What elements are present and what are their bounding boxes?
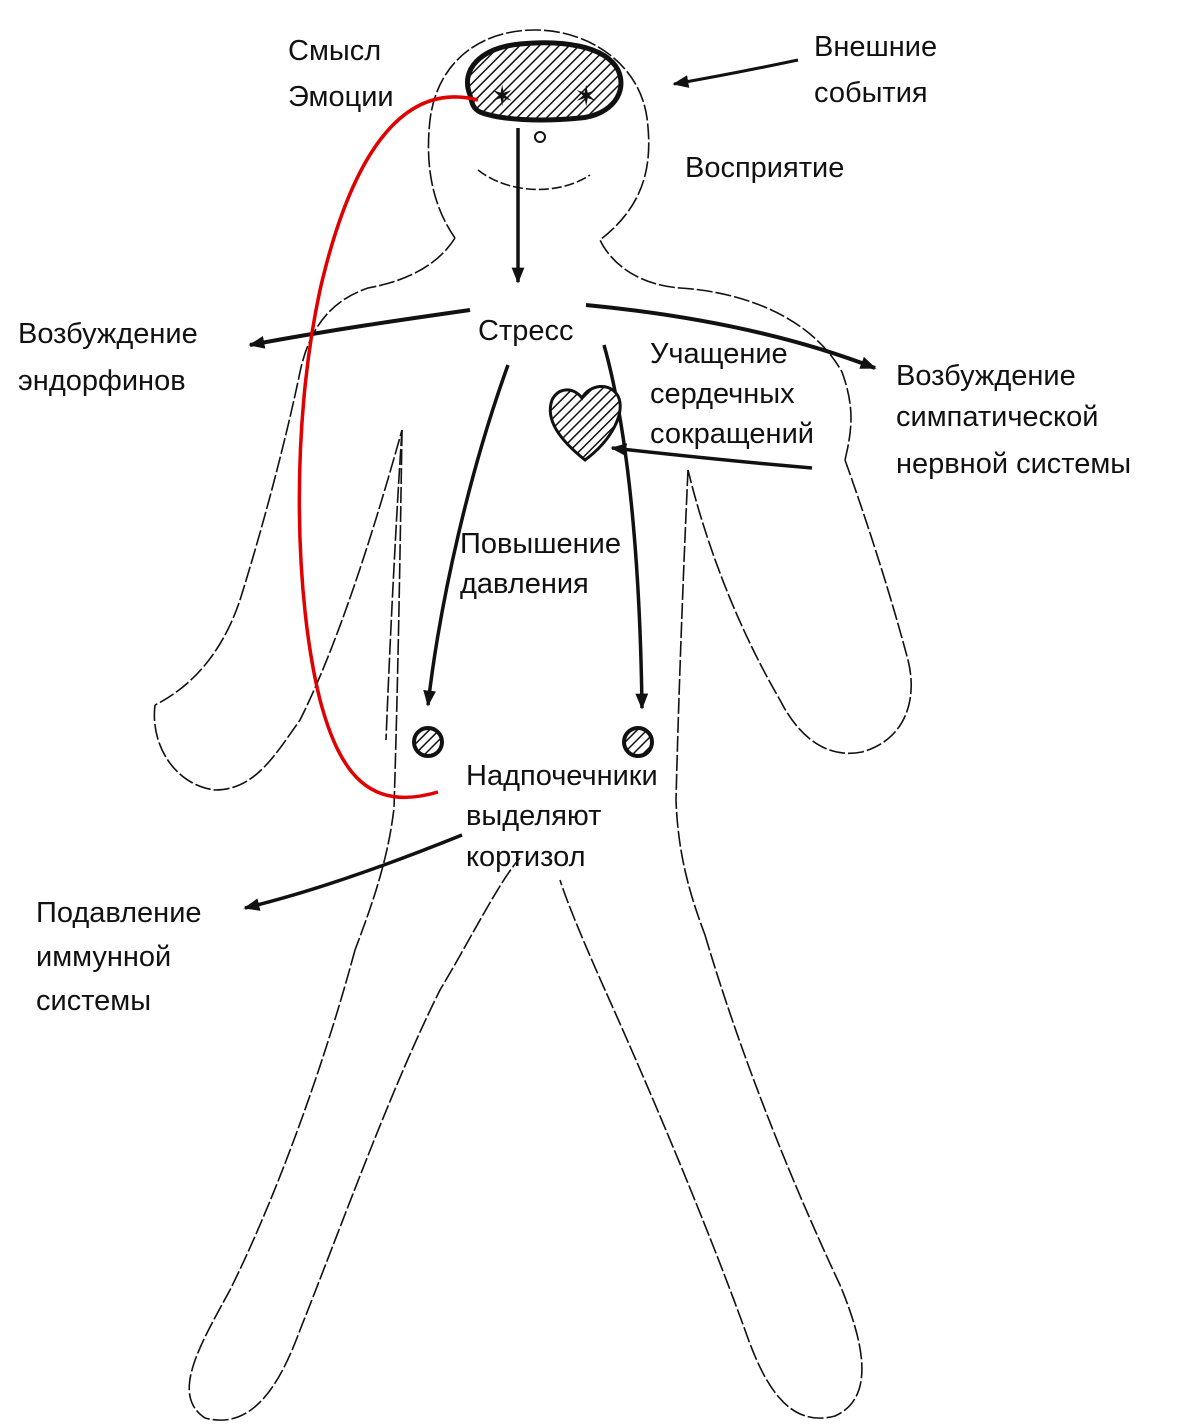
face-curve — [478, 170, 590, 189]
label-sympathetic-3: нервной системы — [896, 448, 1131, 480]
label-heart-rate-3: сокращений — [650, 418, 814, 450]
label-heart-rate-1: Учащение — [650, 338, 788, 370]
label-immune-2: иммунной — [36, 941, 171, 973]
left-leg-outline — [189, 858, 520, 1420]
left-arm-outline — [154, 430, 402, 790]
label-adrenal-1: Надпочечники — [466, 760, 658, 792]
label-sympathetic-2: симпатической — [896, 401, 1098, 433]
label-external-events-1: Внешние — [814, 31, 937, 63]
heart-shape — [550, 386, 620, 460]
label-emotions: Эмоции — [288, 81, 394, 113]
body-outline — [154, 30, 911, 1420]
label-endorphins-2: эндорфинов — [18, 365, 186, 397]
stress-to-endorphins-arrow — [250, 310, 470, 345]
label-adrenal-2: выделяют — [466, 800, 601, 832]
label-immune-3: системы — [36, 985, 151, 1017]
label-sympathetic-1: Возбуждение — [896, 360, 1076, 392]
label-endorphins-1: Возбуждение — [18, 318, 198, 350]
label-heart-rate-2: сердечных — [650, 378, 795, 410]
right-adrenal-gland — [624, 728, 652, 756]
label-stress: Стресс — [478, 315, 573, 347]
cortisol-to-immune-arrow — [245, 835, 462, 908]
label-pressure-1: Повышение — [460, 528, 621, 560]
label-perception: Восприятие — [685, 152, 844, 184]
right-torso-outline — [676, 470, 705, 935]
left-adrenal-gland — [414, 728, 442, 756]
label-meaning: Смысл — [288, 35, 381, 67]
sympathetic-to-heart-arrow — [612, 448, 812, 468]
right-leg-outline — [560, 880, 862, 1418]
external-events-arrow — [674, 60, 798, 84]
brain-mark-left: ✶ — [490, 81, 514, 113]
label-pressure-2: давления — [460, 568, 589, 600]
label-immune-1: Подавление — [36, 897, 202, 929]
right-arm-outline — [688, 460, 911, 753]
label-adrenal-3: кортизол — [466, 841, 586, 873]
left-shoulder-outline — [155, 238, 455, 705]
label-external-events-2: события — [814, 77, 928, 109]
perception-circle — [535, 132, 545, 142]
brain-mark-right: ✶ — [574, 81, 598, 113]
